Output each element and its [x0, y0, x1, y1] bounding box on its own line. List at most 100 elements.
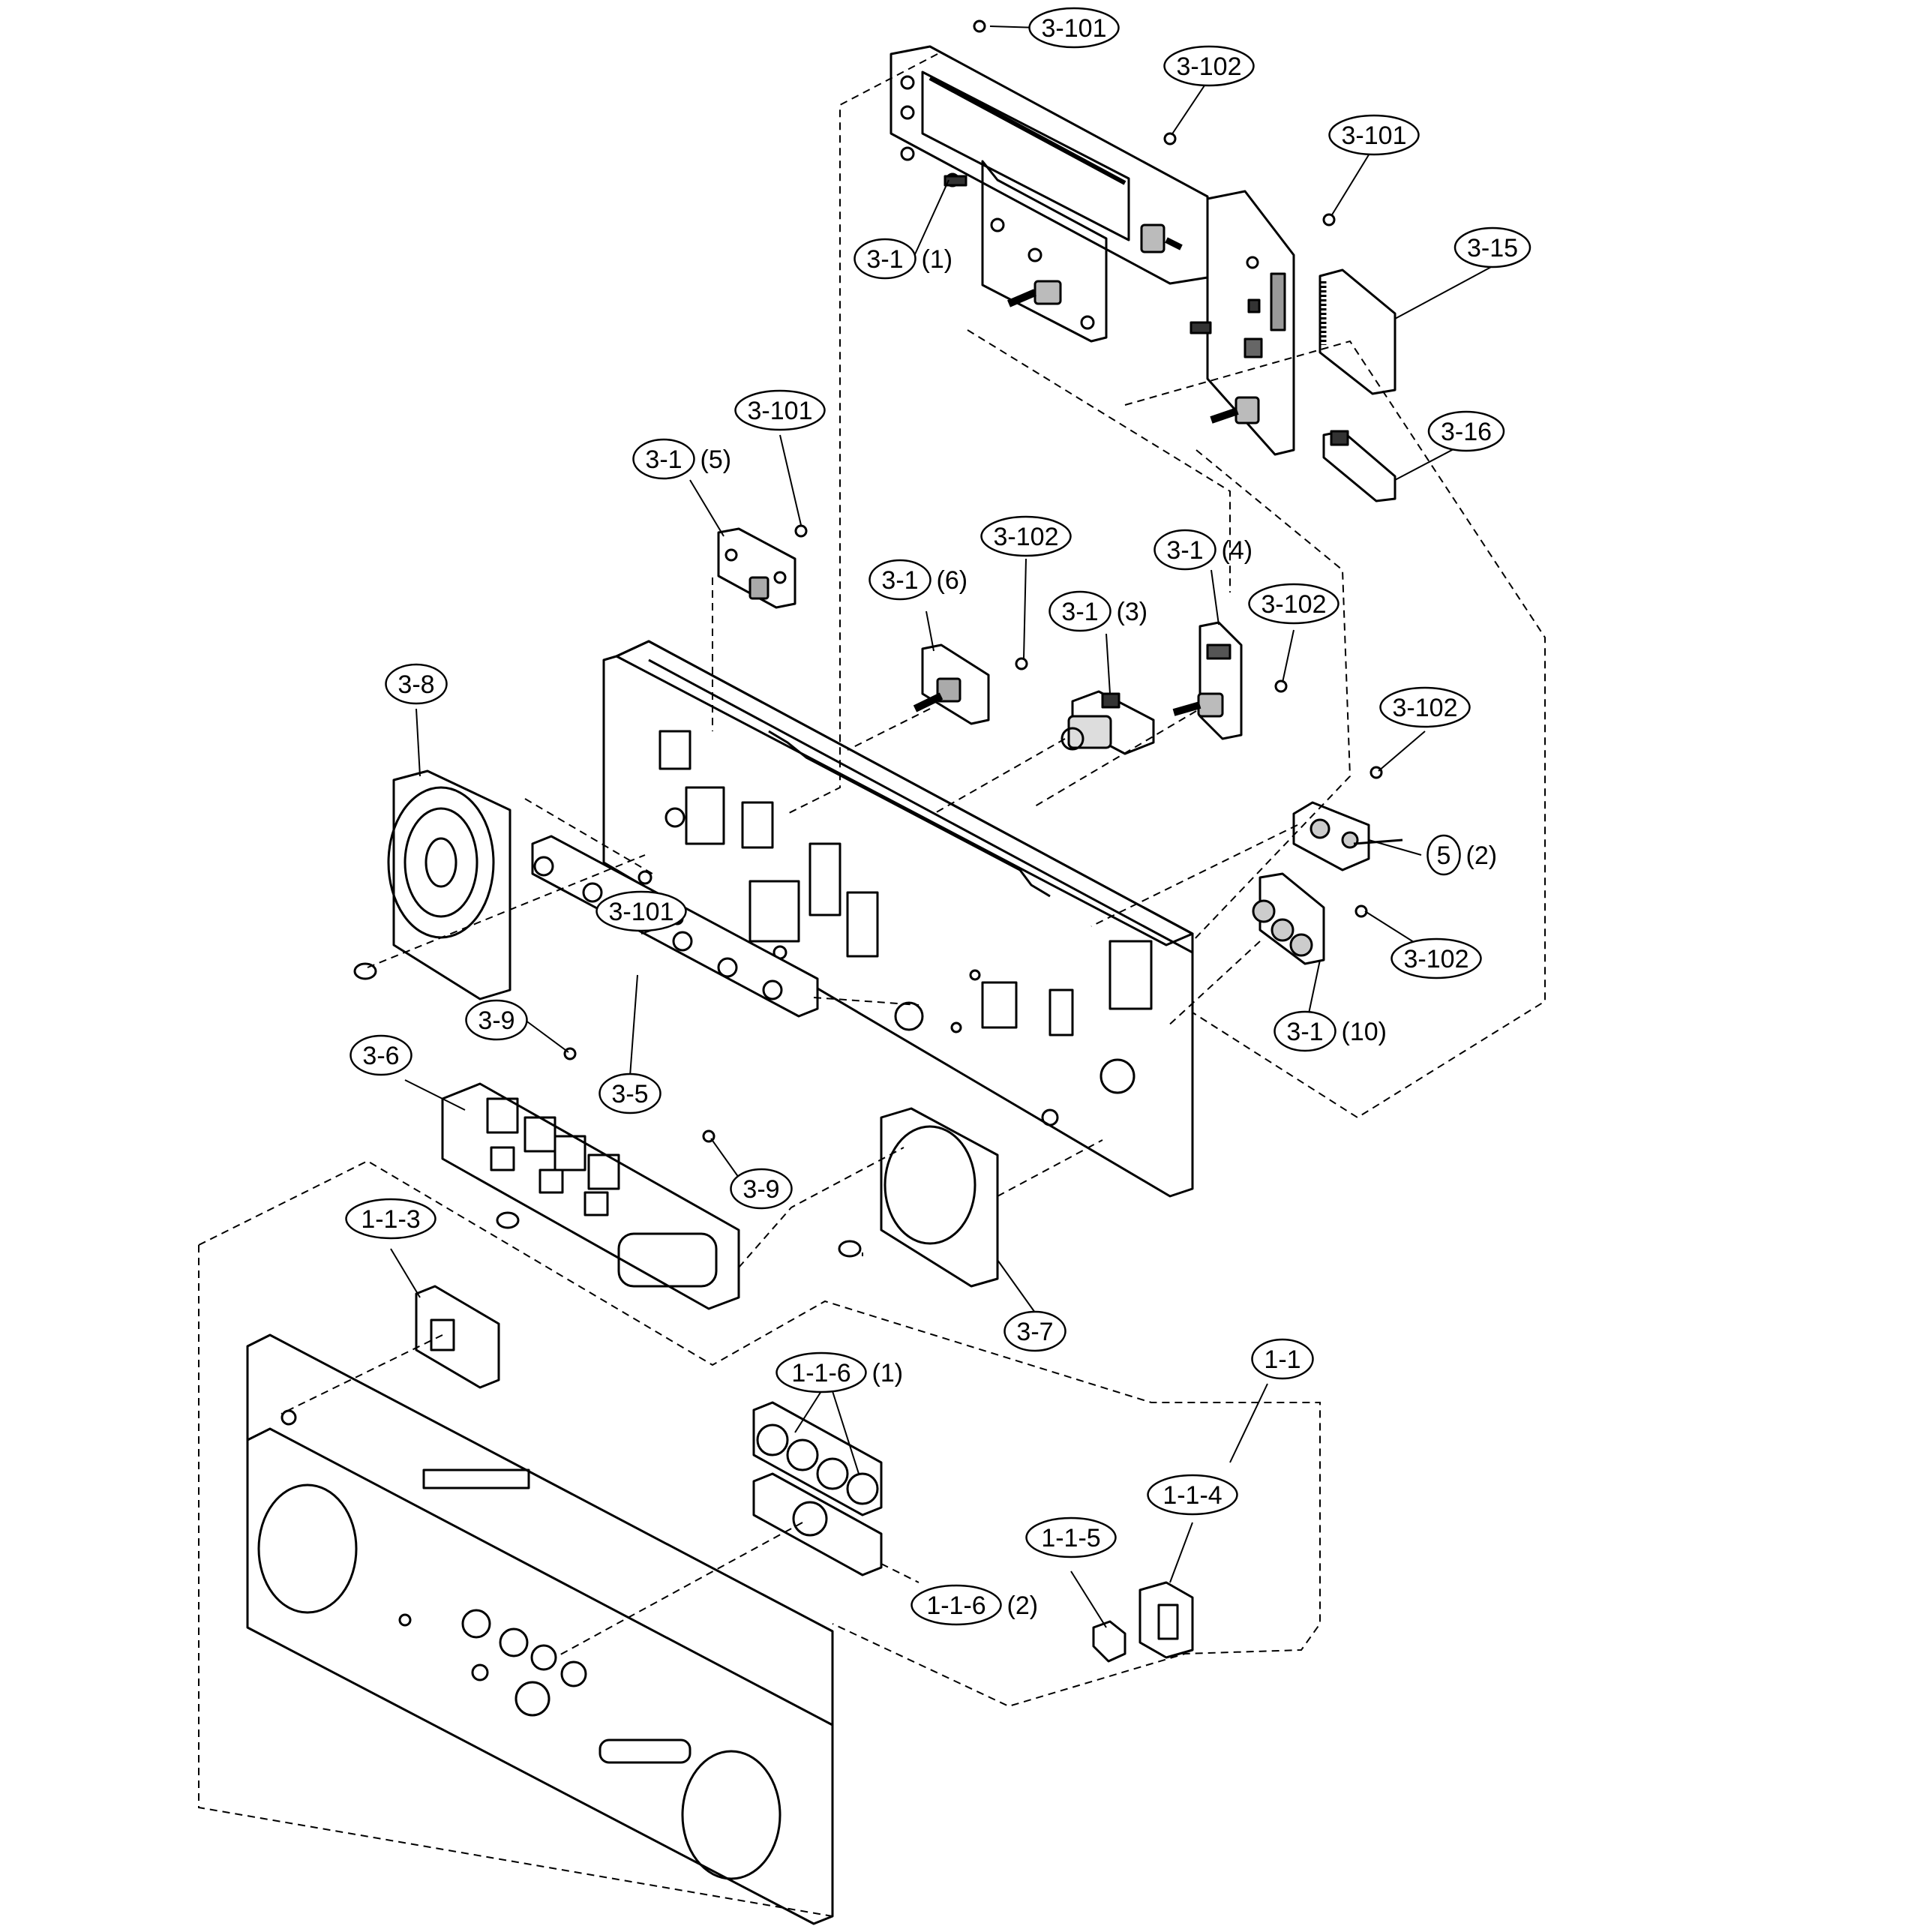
callout-3-1-qty: 3-1(1) [854, 238, 952, 280]
callout-3-101: 3-101 [734, 389, 826, 431]
callout-quantity: (4) [1222, 536, 1253, 565]
callout-bubble [868, 559, 932, 601]
pcb-3-1-6 [913, 644, 990, 725]
callout-bubble [1248, 583, 1340, 625]
callout-bubble [776, 1352, 867, 1394]
callout-3-15: 3-15 [1454, 226, 1532, 268]
callout-bubble [345, 1198, 436, 1240]
callout-3-1-qty: 3-1 (6) [868, 559, 968, 601]
callout-label: 3-15 [1467, 234, 1518, 262]
pcb-3-1-5 [717, 527, 796, 609]
callout-label: 3-1 [1061, 598, 1098, 626]
sub-pcb-right [1190, 190, 1295, 456]
callout-label: 3-16 [1441, 418, 1492, 446]
flat-cable-3-15 [1318, 268, 1396, 395]
callout-bubble [632, 438, 695, 480]
callout-3-102: 3-102 [1248, 583, 1340, 625]
callout-label: 3-101 [748, 397, 813, 425]
callout-3-101: 3-101 [596, 890, 687, 932]
callout-1-1-5: 1-1-5 [1025, 1516, 1117, 1558]
callout-bubble [350, 1034, 412, 1076]
callout-3-101: 3-101 [1328, 114, 1420, 156]
callout-label: 3-1 [866, 245, 903, 274]
speaker-3-7 [838, 1107, 999, 1288]
callout-label: 3-1 [1286, 1018, 1323, 1046]
front-bracket-3-6 [441, 1082, 740, 1310]
callout-3-101: 3-101 [1028, 7, 1120, 49]
callout-bubble [465, 999, 528, 1041]
pcb-5-2 [1292, 801, 1403, 872]
callout-quantity: (2) [1466, 842, 1498, 870]
callout-bubble [1163, 45, 1255, 87]
callout-label: 3-9 [742, 1175, 779, 1204]
callout-3-102: 3-102 [980, 515, 1072, 557]
callout-bubble [1147, 1474, 1238, 1516]
callout-label: 3-101 [609, 898, 674, 926]
callout-3-5: 3-5 [598, 1072, 662, 1114]
callout-3-16: 3-16 [1427, 410, 1505, 452]
callout-3-6: 3-6 [350, 1034, 412, 1076]
assembly-lines [198, 53, 1546, 1917]
part-1-1-4 [1138, 1581, 1194, 1659]
bracket-1-1-3 [415, 1285, 500, 1389]
callout-label: 3-102 [1393, 694, 1458, 722]
callout-bubble [1251, 1338, 1314, 1380]
speaker-3-8 [353, 770, 512, 1000]
callout-1-1-4: 1-1-4 [1147, 1474, 1238, 1516]
callout-bubble [854, 238, 916, 280]
callout-label: 5 [1437, 842, 1451, 870]
callout-label: 3-8 [398, 670, 434, 699]
front-panel-1-1 [246, 1334, 834, 1925]
callout-label: 3-102 [994, 523, 1059, 551]
callout-3-1-qty: 3-1 (10) [1274, 1010, 1387, 1052]
callout-3-1-qty: 3-1 (5) [632, 438, 732, 480]
callout-bubble [1025, 1516, 1117, 1558]
callout-bubble [980, 515, 1072, 557]
callout-bubble [598, 1072, 662, 1114]
callout-label: 3-1 [881, 566, 918, 595]
callout-label: 3-1 [1166, 536, 1203, 565]
pcb-3-1-4 [1172, 621, 1243, 740]
callout-bubble [734, 389, 826, 431]
callout-3-9: 3-9 [465, 999, 528, 1041]
callout-3-1-qty: 3-1 (4) [1154, 529, 1253, 571]
callout-1-1-3: 1-1-3 [345, 1198, 436, 1240]
callout-label: 3-5 [611, 1080, 648, 1108]
callout-label: 3-6 [362, 1042, 399, 1070]
callout-quantity: (5) [700, 446, 732, 474]
pcb-3-1-10 [1252, 872, 1325, 965]
callout-quantity: (10) [1342, 1018, 1387, 1046]
callout-layer: 3-1013-1023-1013-1(1)3-153-163-1013-1(5)… [345, 7, 1532, 1626]
callout-label: 3-102 [1404, 945, 1469, 974]
callout-bubble [1048, 590, 1112, 632]
callout-quantity: (6) [937, 566, 968, 595]
callout-bubble [1004, 1310, 1066, 1352]
callout-label: 1-1-5 [1041, 1524, 1100, 1552]
display-pcb-assembly [890, 45, 1209, 343]
callout-bubble [730, 1168, 793, 1210]
callout-quantity: (2) [1007, 1592, 1039, 1620]
callout-label: 1-1-6 [791, 1359, 850, 1388]
buttons-1-1-6 [752, 1401, 883, 1576]
callout-3-8: 3-8 [385, 663, 448, 705]
callout-bubble [910, 1584, 1002, 1626]
callout-bubble [1379, 686, 1471, 728]
callout-label: 3-7 [1016, 1318, 1053, 1346]
part-1-1-5 [1092, 1620, 1126, 1663]
callout-label: 3-101 [1042, 14, 1107, 43]
callout-3-102: 3-102 [1379, 686, 1471, 728]
callout-bubble [1154, 529, 1216, 571]
callout-label: 3-1 [645, 446, 682, 474]
callout-1-1: 1-1 [1251, 1338, 1314, 1380]
callout-bubble [1390, 938, 1482, 980]
callout-label: 3-101 [1342, 122, 1407, 150]
callout-3-102: 3-102 [1390, 938, 1482, 980]
callout-bubble [1028, 7, 1120, 49]
callout-quantity: (3) [1117, 598, 1148, 626]
callout-bubble [1274, 1010, 1336, 1052]
callout-bubble [1328, 114, 1420, 156]
callout-bubble [596, 890, 687, 932]
screws [563, 20, 1383, 1143]
parts-layer [246, 20, 1403, 1925]
